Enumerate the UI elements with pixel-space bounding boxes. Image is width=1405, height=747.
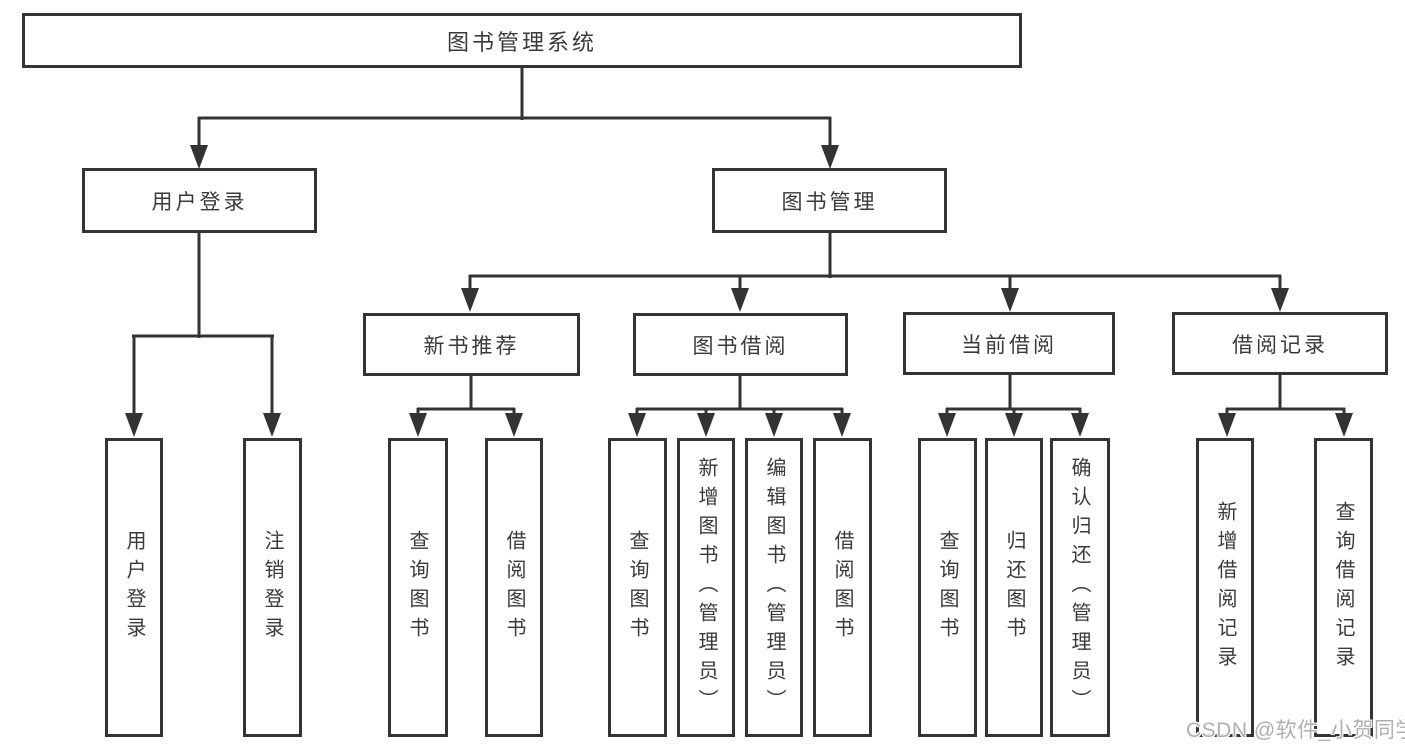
arrowheads [125,145,1353,437]
node-book-borrow: 图书借阅 [633,313,848,376]
leaf-current-query-book: 查询图书 [918,438,977,737]
leaf-user-login: 用户登录 [105,438,163,737]
leaf-recommend-borrow-book: 借阅图书 [485,438,543,737]
node-new-book-recommend: 新书推荐 [363,313,580,376]
node-user-login: 用户登录 [82,168,317,233]
node-book-management: 图书管理 [712,168,947,233]
node-borrow-records: 借阅记录 [1172,312,1388,375]
leaf-records-query-record: 查询借阅记录 [1314,438,1373,737]
leaf-borrow-edit-book-admin: 编辑图书（管理员） [745,438,803,737]
watermark: CSDN @软件_小贺同学 [1186,719,1405,742]
leaf-recommend-query-book: 查询图书 [388,438,448,737]
leaf-current-return-book: 归还图书 [985,438,1043,737]
leaf-borrow-add-book-admin: 新增图书（管理员） [677,438,735,737]
node-root: 图书管理系统 [22,13,1022,68]
leaf-records-add-record: 新增借阅记录 [1196,438,1254,737]
leaf-current-confirm-return-admin: 确认归还（管理员） [1050,438,1110,737]
leaf-borrow-borrow-book: 借阅图书 [813,438,872,737]
leaf-borrow-query-book: 查询图书 [608,438,667,737]
node-current-borrow: 当前借阅 [903,312,1115,375]
leaf-logout: 注销登录 [243,438,302,737]
